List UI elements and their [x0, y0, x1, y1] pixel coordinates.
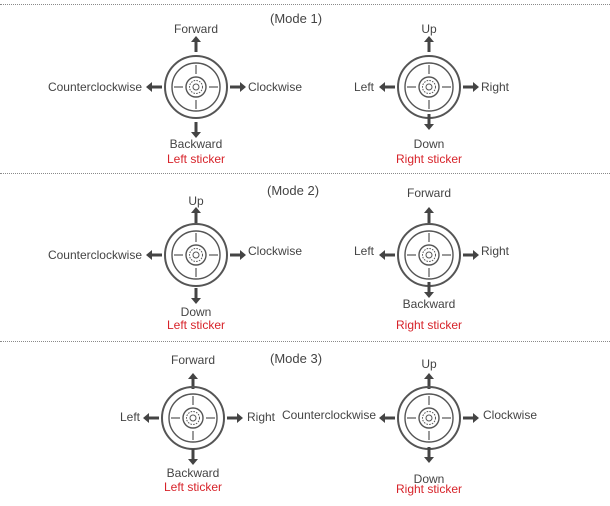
left-joystick-icon [160, 385, 226, 451]
left-arrow-icon [379, 82, 395, 92]
right-arrow-icon [463, 82, 479, 92]
left-arrow-icon [146, 250, 162, 260]
down-arrow-icon [188, 449, 198, 465]
mode-2-right-right-label: Right [481, 244, 510, 258]
right-joystick-icon [396, 222, 462, 288]
left-joystick-icon [163, 222, 229, 288]
right-arrow-icon [227, 413, 243, 423]
mode-2-left-down-label: Down [180, 305, 212, 319]
mode-3-right-caption: Right sticker [395, 482, 463, 496]
right-arrow-icon [463, 250, 479, 260]
up-arrow-icon [424, 207, 434, 223]
mode-2-right-down-label: Backward [402, 297, 456, 311]
mode-1-left-right-label: Clockwise [248, 80, 303, 94]
down-arrow-icon [424, 114, 434, 130]
right-arrow-icon [463, 413, 479, 423]
mode-2-title: (Mode 2) [267, 183, 320, 198]
mode-1-title: (Mode 1) [270, 11, 323, 26]
mode-2-right-up-label: Forward [406, 186, 452, 200]
mode-3-right-up-label: Up [421, 357, 437, 371]
mode-3-left-right-label: Right [247, 410, 276, 424]
up-arrow-icon [424, 36, 434, 52]
down-arrow-icon [424, 282, 434, 298]
mode-3-left-down-label: Backward [166, 466, 220, 480]
mode-2-left-right-label: Clockwise [248, 244, 303, 258]
mode-1-right-left-label: Left [353, 80, 374, 94]
mode-1-left-down-label: Backward [169, 137, 223, 151]
mode-2-left-up-label: Up [188, 194, 204, 208]
mode-1-right-caption: Right sticker [395, 152, 463, 166]
up-arrow-icon [191, 207, 201, 223]
left-arrow-icon [143, 413, 159, 423]
left-joystick-icon [163, 54, 229, 120]
right-arrow-icon [230, 82, 246, 92]
down-arrow-icon [424, 447, 434, 463]
right-joystick-icon [396, 385, 462, 451]
mode-3-right-left-label: Counterclockwise [281, 408, 376, 422]
mode-3-left-up-label: Forward [170, 353, 216, 367]
left-arrow-icon [379, 250, 395, 260]
separator-mode-3 [0, 341, 610, 342]
mode-1-left-left-label: Counterclockwise [47, 80, 142, 94]
mode-2-right-caption: Right sticker [395, 318, 463, 332]
left-arrow-icon [146, 82, 162, 92]
left-arrow-icon [379, 413, 395, 423]
mode-2-left-caption: Left sticker [166, 318, 226, 332]
mode-2-right-left-label: Left [353, 244, 374, 258]
up-arrow-icon [191, 36, 201, 52]
right-joystick-icon [396, 54, 462, 120]
down-arrow-icon [191, 122, 201, 138]
mode-3-right-right-label: Clockwise [483, 408, 538, 422]
mode-1-right-down-label: Down [413, 137, 445, 151]
separator-mode-2 [0, 173, 610, 174]
mode-3-left-left-label: Left [119, 410, 140, 424]
mode-1-right-up-label: Up [421, 22, 437, 36]
mode-1-left-up-label: Forward [173, 22, 219, 36]
mode-1-right-right-label: Right [481, 80, 510, 94]
mode-1-left-caption: Left sticker [166, 152, 226, 166]
mode-3-title: (Mode 3) [270, 351, 323, 366]
right-arrow-icon [230, 250, 246, 260]
mode-2-left-left-label: Counterclockwise [47, 248, 142, 262]
down-arrow-icon [191, 288, 201, 304]
separator-top [0, 4, 610, 5]
mode-3-left-caption: Left sticker [163, 480, 223, 494]
mode-3-right-down-label: Down [413, 472, 445, 486]
